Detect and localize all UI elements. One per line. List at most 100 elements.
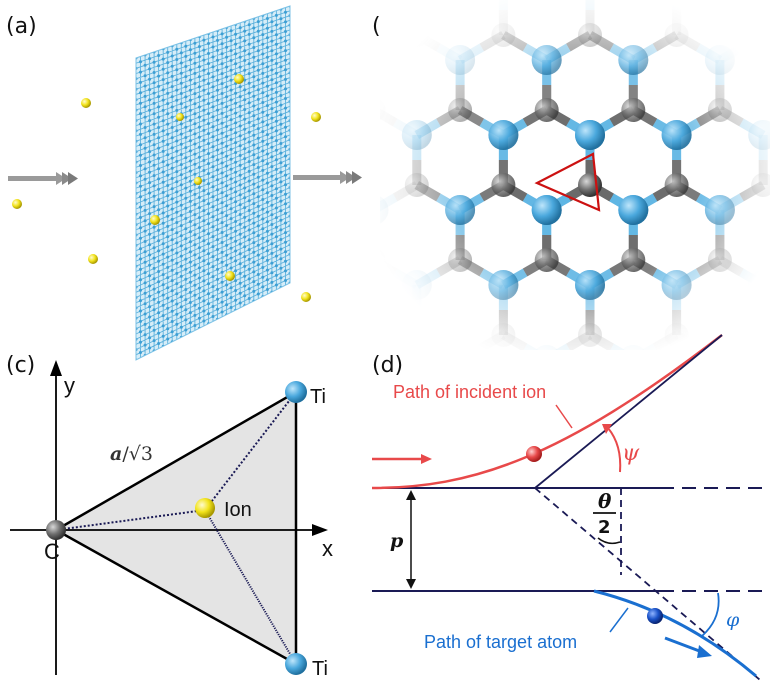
sheet-atom	[225, 293, 229, 297]
sheet-atom	[288, 61, 290, 65]
sheet-atom	[265, 104, 269, 108]
sheet-atom	[265, 200, 269, 204]
sheet-atom	[225, 75, 229, 79]
sheet-atom	[288, 186, 290, 189]
sheet-atom	[197, 196, 201, 199]
sheet-atom	[175, 98, 179, 102]
sheet-atom	[243, 274, 247, 278]
sheet-atom	[197, 276, 201, 280]
sheet-atom	[207, 72, 210, 76]
sheet-atom	[193, 112, 197, 116]
sheet-atom	[247, 101, 251, 105]
sheet-atom	[225, 164, 229, 168]
sheet-atom	[256, 20, 260, 24]
sheet-atom	[229, 226, 233, 230]
sheet-atom	[284, 288, 287, 292]
sheet-atom	[136, 119, 138, 122]
sheet-atom	[148, 129, 152, 133]
sheet-atom	[284, 183, 287, 187]
sheet-atom	[284, 259, 287, 263]
sheet-atom	[207, 202, 210, 206]
sheet-atom	[179, 132, 183, 136]
sheet-atom	[136, 316, 138, 320]
sheet-atom	[229, 78, 233, 82]
sheet-atom	[238, 26, 242, 30]
sheet-atom	[179, 122, 183, 126]
sheet-atom	[234, 121, 238, 125]
sheet-atom	[170, 289, 174, 293]
sheet-atom	[143, 136, 147, 140]
sheet-atom	[152, 256, 156, 260]
sheet-atom	[234, 141, 238, 145]
sheet-atom	[197, 125, 201, 129]
sheet-atom	[216, 218, 219, 222]
sheet-atom	[234, 239, 238, 243]
sheet-atom	[184, 146, 188, 150]
sheet-atom	[166, 153, 170, 157]
sheet-atom	[256, 49, 260, 53]
sheet-atom	[184, 156, 188, 160]
sheet-atom	[148, 212, 152, 216]
sheet-atom	[157, 95, 161, 99]
sheet-atom	[229, 108, 233, 112]
psi-arc-arrow	[602, 424, 612, 434]
sheet-atom	[175, 333, 179, 336]
sheet-atom	[166, 112, 170, 116]
sheet-atom	[261, 139, 265, 143]
sheet-atom	[238, 104, 242, 108]
sheet-atom	[279, 55, 283, 59]
sheet-atom	[143, 63, 147, 67]
sheet-atom	[234, 72, 238, 76]
sheet-atom	[238, 124, 242, 128]
sheet-atom	[225, 144, 229, 148]
sheet-atom	[139, 330, 142, 334]
sheet-atom	[179, 193, 183, 197]
sheet-atom	[207, 172, 210, 176]
sheet-atom	[247, 228, 251, 232]
sheet-atom	[197, 155, 201, 159]
sheet-atom	[252, 163, 256, 167]
sheet-atom	[265, 171, 269, 175]
sheet-atom	[252, 280, 256, 284]
sheet-atom	[243, 29, 247, 33]
sheet-atom	[220, 300, 224, 304]
sheet-atom	[170, 95, 174, 99]
sheet-atom	[225, 105, 229, 109]
sheet-atom	[166, 317, 170, 321]
sheet-atom	[252, 133, 256, 137]
sheet-atom	[279, 65, 283, 69]
sheet-atom	[247, 42, 251, 46]
sheet-atom	[270, 49, 274, 53]
sheet-atom	[211, 45, 215, 49]
incident-label-leader	[555, 404, 573, 429]
sheet-atom	[175, 149, 179, 153]
sheet-atom	[284, 221, 287, 225]
sheet-atom	[270, 136, 274, 140]
sheet-atom	[238, 65, 242, 69]
sheet-atom	[193, 122, 197, 126]
sheet-atom	[274, 167, 278, 171]
sheet-atom	[170, 126, 174, 129]
sheet-atom	[193, 152, 197, 156]
sheet-atom	[179, 173, 183, 177]
sheet-atom	[270, 155, 274, 159]
sheet-atom	[148, 150, 152, 154]
sheet-atom	[270, 261, 274, 265]
sheet-atom	[170, 279, 174, 283]
sheet-atom	[265, 94, 269, 98]
sheet-atom	[238, 114, 242, 118]
sheet-atom	[284, 192, 287, 196]
sheet-atom	[261, 188, 265, 192]
sheet-atom	[234, 62, 238, 66]
sheet-atom	[207, 302, 210, 306]
sheet-atom	[216, 208, 219, 212]
sheet-atom	[274, 196, 278, 200]
sheet-atom	[234, 160, 238, 164]
x-axis-label: x	[322, 536, 333, 561]
sheet-atom	[170, 238, 174, 242]
sheet-atom	[197, 226, 201, 230]
sheet-atom	[279, 228, 283, 232]
sheet-atom	[238, 311, 242, 315]
sheet-atom	[247, 209, 251, 212]
sheet-atom	[216, 267, 219, 271]
